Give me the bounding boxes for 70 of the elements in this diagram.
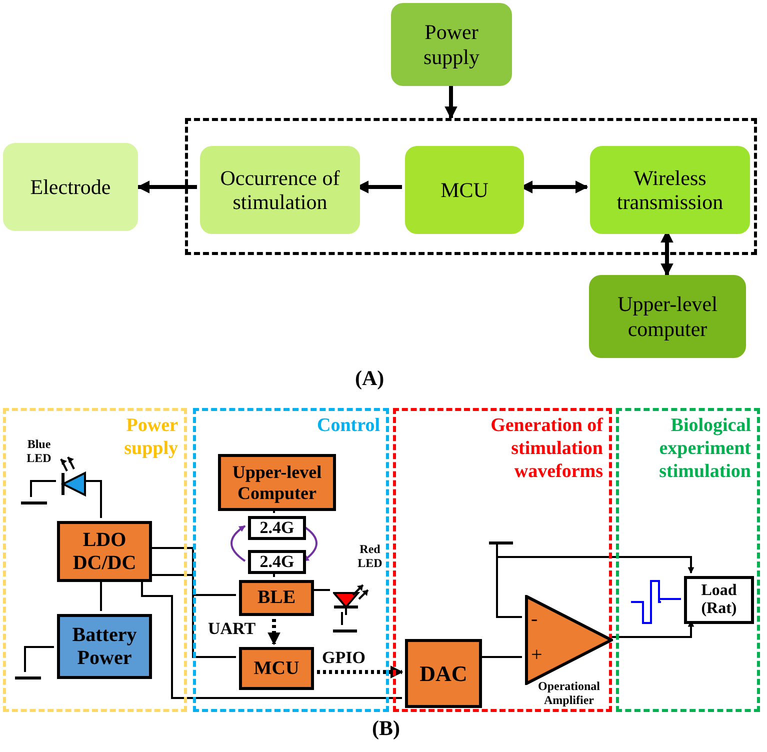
arrow: [444, 86, 458, 120]
section-title: Control: [316, 415, 380, 438]
wire: [311, 589, 330, 591]
box-label: Power supply: [422, 20, 480, 69]
box-label: Battery Power: [71, 624, 138, 670]
wire: [658, 598, 681, 600]
process-box: [200, 146, 360, 234]
ground-symbol: [15, 675, 41, 681]
load-box: [684, 576, 754, 624]
block-box: [239, 647, 314, 690]
pin-sign: -: [531, 609, 538, 629]
arrow: [230, 525, 246, 562]
box-label: BLE: [256, 587, 297, 609]
block-box: [239, 580, 314, 616]
box-label: DAC: [418, 660, 468, 686]
box-label: MCU: [440, 178, 490, 202]
arrow: [136, 180, 197, 194]
section-title: Biological experiment stimulation: [658, 415, 751, 484]
wire: [149, 574, 236, 658]
ground-symbol: [333, 628, 357, 634]
component-label: Operational Amplifier: [537, 679, 601, 708]
process-box: [391, 3, 512, 86]
block-box: [248, 550, 306, 574]
edge-label: UART: [208, 620, 256, 637]
wire: [84, 480, 102, 518]
wire: [24, 646, 54, 672]
pin-sign: +: [531, 645, 542, 665]
edge-label: GPIO: [322, 649, 366, 666]
section-title: Generation of stimulation waveforms: [490, 415, 603, 484]
led-label: Blue LED: [26, 437, 52, 466]
panel-label: (A): [355, 366, 384, 391]
panel-label: (B): [372, 716, 400, 741]
process-box: [405, 146, 524, 234]
section-title: Power supply: [123, 415, 178, 461]
box-label: LDO DC/DC: [72, 528, 138, 574]
wire: [149, 547, 236, 596]
process-box: [589, 275, 746, 358]
section-frame: [616, 408, 760, 712]
supply-terminal-symbol: [489, 540, 513, 546]
box-label: 2.4G: [258, 518, 296, 538]
arrow: [496, 543, 694, 574]
box-label: Load (Rat): [700, 582, 738, 618]
dashed-frame: [185, 118, 757, 255]
block-box: [57, 521, 152, 582]
box-label: Wireless transmission: [616, 166, 724, 214]
section-frame: [3, 408, 187, 712]
led-symbol: [59, 455, 87, 498]
ground-symbol: [21, 500, 47, 506]
box-label: Upper-level Computer: [231, 462, 323, 504]
section-frame: [393, 408, 612, 712]
block-box: [405, 639, 482, 708]
box-label: Occurrence of stimulation: [219, 166, 341, 214]
wire: [341, 612, 343, 625]
process-box: [590, 146, 750, 234]
wire: [100, 579, 102, 611]
section-frame: [193, 408, 389, 712]
process-box: [3, 143, 138, 231]
wire: [30, 480, 56, 497]
box-label: 2.4G: [258, 552, 296, 572]
box-label: MCU: [252, 658, 300, 680]
box-label: Upper-level computer: [616, 292, 718, 341]
led-label: Red LED: [356, 542, 384, 571]
box-label: Electrode: [29, 174, 112, 200]
block-box: [248, 516, 306, 540]
wire: [479, 656, 522, 658]
block-box: [57, 614, 152, 679]
block-box: [218, 454, 336, 511]
wire: [273, 571, 275, 577]
waveform-drawing: [631, 579, 661, 625]
wire: [141, 579, 402, 699]
